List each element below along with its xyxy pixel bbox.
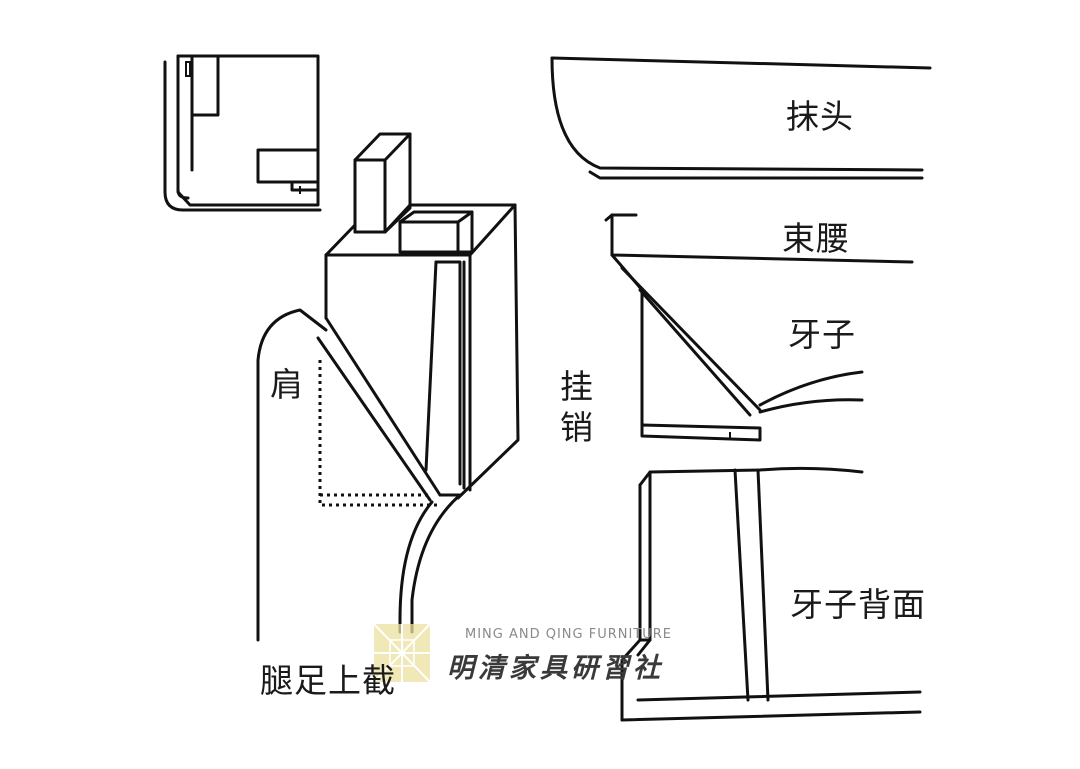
label-jian: 肩 xyxy=(270,365,304,404)
label-shu-yao: 束腰 xyxy=(782,219,850,258)
watermark-chinese: 明清家具研習社 xyxy=(447,653,664,684)
waist-part xyxy=(604,213,914,264)
watermark-logo xyxy=(373,623,431,683)
leg-top-assembly xyxy=(256,132,520,642)
label-ya-zi-bei-mian: 牙子背面 xyxy=(790,585,926,624)
corner-section-view xyxy=(163,54,322,212)
label-gua-xiao: 挂 销 xyxy=(560,366,600,449)
watermark-english: MING AND QING FURNITURE xyxy=(465,627,673,642)
label-mo-tou: 抹头 xyxy=(786,97,854,136)
label-gua-xiao-char-1: 挂 xyxy=(560,367,593,406)
top-rail-part xyxy=(550,56,932,180)
label-gua-xiao-char-2: 销 xyxy=(560,408,593,448)
label-tui-zu-shang-jie: 腿足上截 xyxy=(260,661,396,700)
label-ya-zi: 牙子 xyxy=(788,315,856,354)
apron-back-part xyxy=(620,466,922,722)
apron-part xyxy=(610,253,864,442)
